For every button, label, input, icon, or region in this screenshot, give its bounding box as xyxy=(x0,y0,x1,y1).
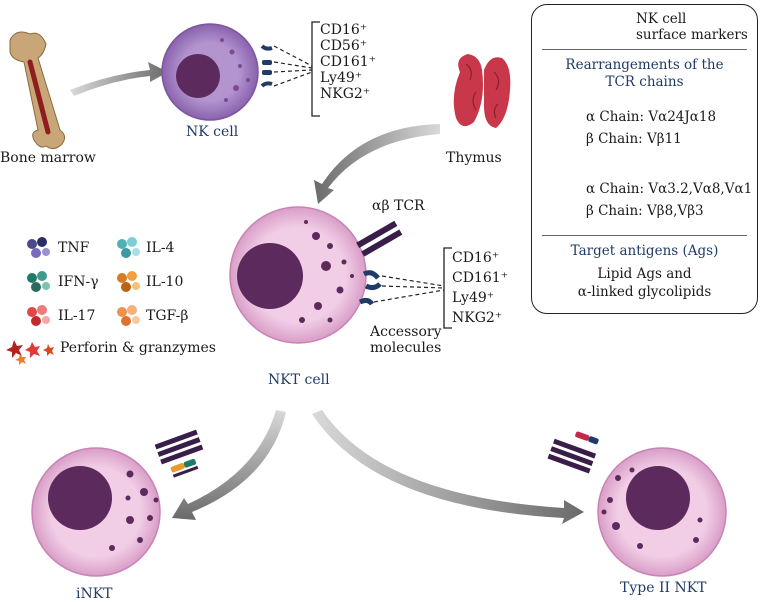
nkt-cell-illustration xyxy=(229,206,403,344)
nk-cell-label: NK cell xyxy=(186,124,239,140)
bone-marrow-illustration xyxy=(9,31,66,150)
type2-alpha-chain: α Chain: Vα3.2,Vα8,Vα1 xyxy=(586,181,753,197)
arrow-bone-to-nk xyxy=(70,62,168,96)
bone-marrow-label: Bone marrow xyxy=(0,150,96,166)
surface-markers-title: NK cell surface markers xyxy=(636,11,748,43)
inkt-alpha-chain: α Chain: Vα24Jα18 xyxy=(586,109,717,125)
legend-ifn: IFN-γ xyxy=(58,274,99,290)
inkt-cell-illustration xyxy=(31,429,204,577)
nk-marker: Ly49⁺ xyxy=(320,70,363,86)
nk-marker: CD56⁺ xyxy=(320,38,368,54)
nk-marker: CD161⁺ xyxy=(320,54,377,70)
type2-nkt-cell-illustration xyxy=(547,431,727,577)
legend-tgf: TGF-β xyxy=(146,308,189,324)
legend-perforin: Perforin & granzymes xyxy=(60,340,216,356)
thymus-label: Thymus xyxy=(446,150,502,166)
legend-swatches xyxy=(6,237,140,365)
target-antigens-title: Target antigens (Ags) xyxy=(570,243,719,259)
type2-nkt-label: Type II NKT xyxy=(620,580,707,596)
thymus-illustration xyxy=(453,54,511,129)
nk-marker-list: CD16⁺ CD56⁺ CD161⁺ Ly49⁺ NKG2⁺ xyxy=(320,22,376,102)
nk-marker: NKG2⁺ xyxy=(320,86,371,102)
arrow-nkt-to-type2 xyxy=(312,410,584,524)
nk-cell-illustration xyxy=(161,23,273,121)
ab-tcr-label: αβ TCR xyxy=(372,198,425,214)
nkt-marker: Ly49⁺ xyxy=(452,290,495,306)
legend-il17: IL-17 xyxy=(58,308,96,324)
target-antigens-text: Lipid Ags and α-linked glycolipids xyxy=(577,266,712,300)
inkt-label: iNKT xyxy=(76,586,113,602)
legend-tnf: TNF xyxy=(58,240,90,256)
type2-beta-chain: β Chain: Vβ8,Vβ3 xyxy=(586,203,704,219)
accessory-molecules-label: Accessory molecules xyxy=(370,324,442,356)
nk-marker: CD16⁺ xyxy=(320,22,368,38)
rearrangements-title: Rearrangements of the TCR chains xyxy=(565,57,724,90)
arrow-nkt-to-inkt xyxy=(172,410,286,520)
nkt-marker: CD161⁺ xyxy=(452,270,509,286)
nkt-marker-list: CD16⁺ CD161⁺ Ly49⁺ NKG2⁺ xyxy=(452,248,508,328)
info-box: NK cell surface markers Rearrangements o… xyxy=(531,4,758,314)
legend-il10: IL-10 xyxy=(146,274,184,290)
arrow-thymus-to-nkt xyxy=(314,124,440,204)
nkt-cell-label: NKT cell xyxy=(268,372,330,388)
legend-il4: IL-4 xyxy=(146,240,175,256)
nkt-marker: CD16⁺ xyxy=(452,250,500,266)
nkt-marker: NKG2⁺ xyxy=(452,310,503,326)
inkt-beta-chain: β Chain: Vβ11 xyxy=(586,131,682,147)
